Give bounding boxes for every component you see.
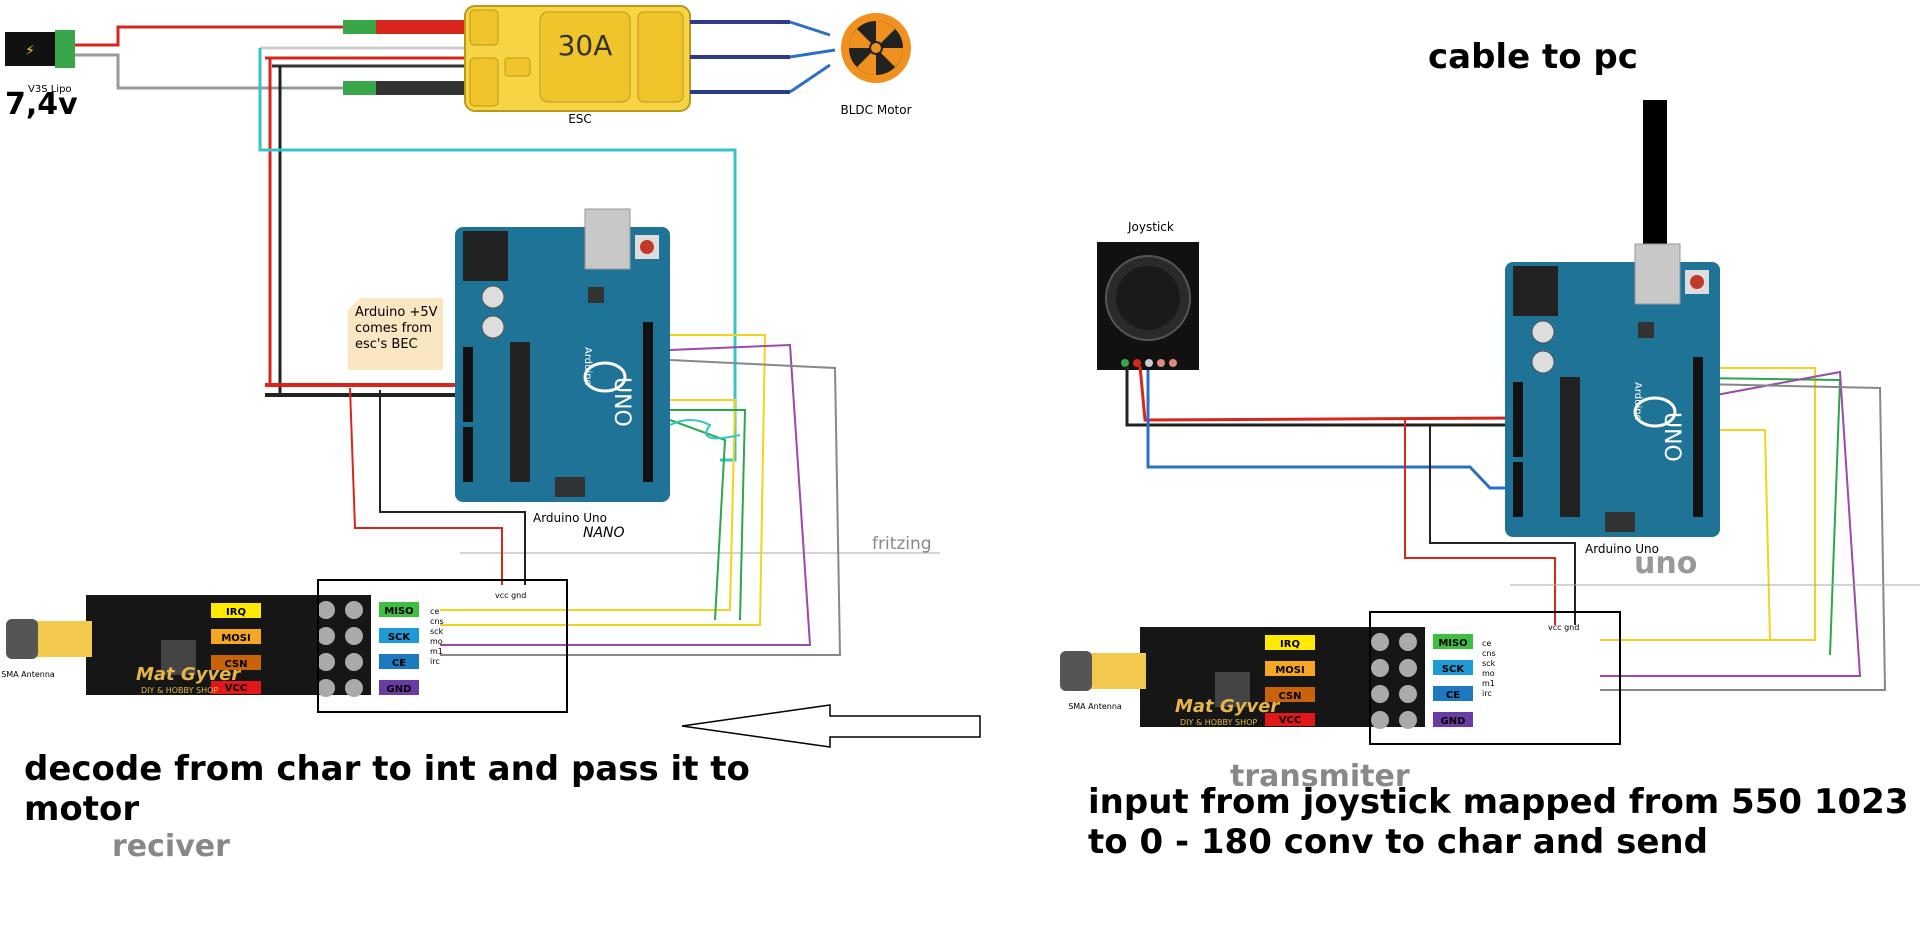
nano-scribble: NANO <box>583 525 625 541</box>
receiver-rf-module: IRQ MOSI CSN VCC MISO SCK CE GND SMA Ant… <box>1 595 419 697</box>
receiver-signal-wires <box>349 334 842 656</box>
motor-wires <box>690 20 836 94</box>
receiver-caption-line1: decode from char to int and pass it to <box>24 749 750 789</box>
transmitter-side-pins: ce cns sck mo m1 irc <box>1482 639 1496 698</box>
svg-text:cns: cns <box>430 617 444 626</box>
transmitter-caption-line2: to 0 - 180 conv to char and send <box>1088 822 1708 862</box>
cable-label: cable to pc <box>1428 37 1638 77</box>
svg-text:ce: ce <box>1482 639 1491 648</box>
svg-text:m1: m1 <box>1482 679 1495 688</box>
svg-text:irc: irc <box>430 657 440 666</box>
svg-text:⚡: ⚡ <box>25 43 35 59</box>
svg-text:irc: irc <box>1482 689 1492 698</box>
pin-miso: MISO <box>1438 638 1467 649</box>
antenna-label: SMA Antenna <box>1068 702 1122 711</box>
transmitter-rf-module: IRQ MOSI CSN VCC MISO SCK CE GND SMA Ant… <box>1060 627 1473 729</box>
pin-mosi: MOSI <box>221 633 250 644</box>
svg-text:mo: mo <box>430 637 443 646</box>
transmitter-wires <box>1125 365 1887 691</box>
svg-text:m1: m1 <box>430 647 443 656</box>
transmitter-caption-line1: input from joystick mapped from 550 1023 <box>1088 782 1909 822</box>
vcc-gnd-label: vcc gnd <box>495 591 526 600</box>
pin-irq: IRQ <box>1280 639 1300 650</box>
pin-ce: CE <box>1446 690 1460 701</box>
svg-text:sck: sck <box>1482 659 1496 668</box>
transmitter-arduino: UNO Arduino <box>1503 242 1722 539</box>
esc-label: ESC <box>568 112 592 126</box>
pin-gnd: GND <box>1441 716 1466 727</box>
note-line1: Arduino +5V <box>355 305 438 320</box>
transmitter-arduino-label: Arduino Uno <box>1585 542 1659 556</box>
shop-logo: Mat Gyver <box>1175 696 1280 717</box>
pin-vcc: VCC <box>1279 715 1301 726</box>
direction-arrow <box>681 704 981 748</box>
receiver-arduino: UNO Arduino <box>453 207 672 504</box>
pin-sck: SCK <box>1442 664 1466 675</box>
transmitter-title: transmiter <box>1230 759 1410 794</box>
note-line2: comes from <box>355 321 432 336</box>
shop-logo-sub: DIY & HOBBY SHOP <box>1180 718 1257 727</box>
battery-voltage: 7,4v <box>5 87 78 122</box>
joystick: Joystick <box>1097 220 1199 370</box>
pin-irq: IRQ <box>226 607 246 618</box>
power-wires <box>75 20 737 462</box>
vcc-gnd-label: vcc gnd <box>1548 623 1579 632</box>
fritzing-label: fritzing <box>872 534 932 554</box>
arduino-brand: Arduino <box>1632 382 1643 421</box>
joystick-label: Joystick <box>1127 220 1174 234</box>
shop-logo-sub: DIY & HOBBY SHOP <box>141 686 218 695</box>
motor-label: BLDC Motor <box>840 103 911 117</box>
esc-rating: 30A <box>558 29 613 62</box>
pin-sck: SCK <box>388 632 412 643</box>
uno-overlay-label: uno <box>1634 546 1697 581</box>
uno-board-name: UNO <box>609 377 634 427</box>
receiver-caption-line2: motor <box>24 789 139 829</box>
antenna-label: SMA Antenna <box>1 670 55 679</box>
receiver-side-pins: ce cns sck mo m1 irc <box>430 607 444 666</box>
shop-logo: Mat Gyver <box>136 664 241 685</box>
svg-text:sck: sck <box>430 627 444 636</box>
esc: 30A ESC <box>464 5 691 126</box>
pin-mosi: MOSI <box>1275 665 1304 676</box>
note-line3: esc's BEC <box>355 337 418 352</box>
svg-text:ce: ce <box>430 607 439 616</box>
pin-vcc: VCC <box>225 683 247 694</box>
battery: ⚡ V3S Lipo 7,4v <box>5 30 78 122</box>
pin-miso: MISO <box>384 606 413 617</box>
pin-csn: CSN <box>1278 691 1301 702</box>
battery-label: V3S Lipo <box>28 84 72 95</box>
uno-board-name: UNO <box>1659 412 1684 462</box>
pin-ce: CE <box>392 658 406 669</box>
bec-note: Arduino +5V comes from esc's BEC <box>348 298 443 370</box>
svg-text:cns: cns <box>1482 649 1496 658</box>
arduino-brand: Arduino <box>582 347 593 386</box>
receiver-connection-box <box>317 579 568 713</box>
receiver-title: reciver <box>112 829 230 864</box>
bldc-motor: BLDC Motor <box>840 13 912 117</box>
transmitter-connection-box <box>1369 611 1621 745</box>
svg-text:mo: mo <box>1482 669 1495 678</box>
pin-gnd: GND <box>387 684 412 695</box>
usb-cable <box>1643 100 1667 250</box>
pin-csn: CSN <box>224 659 247 670</box>
receiver-arduino-label: Arduino Uno <box>533 511 607 525</box>
